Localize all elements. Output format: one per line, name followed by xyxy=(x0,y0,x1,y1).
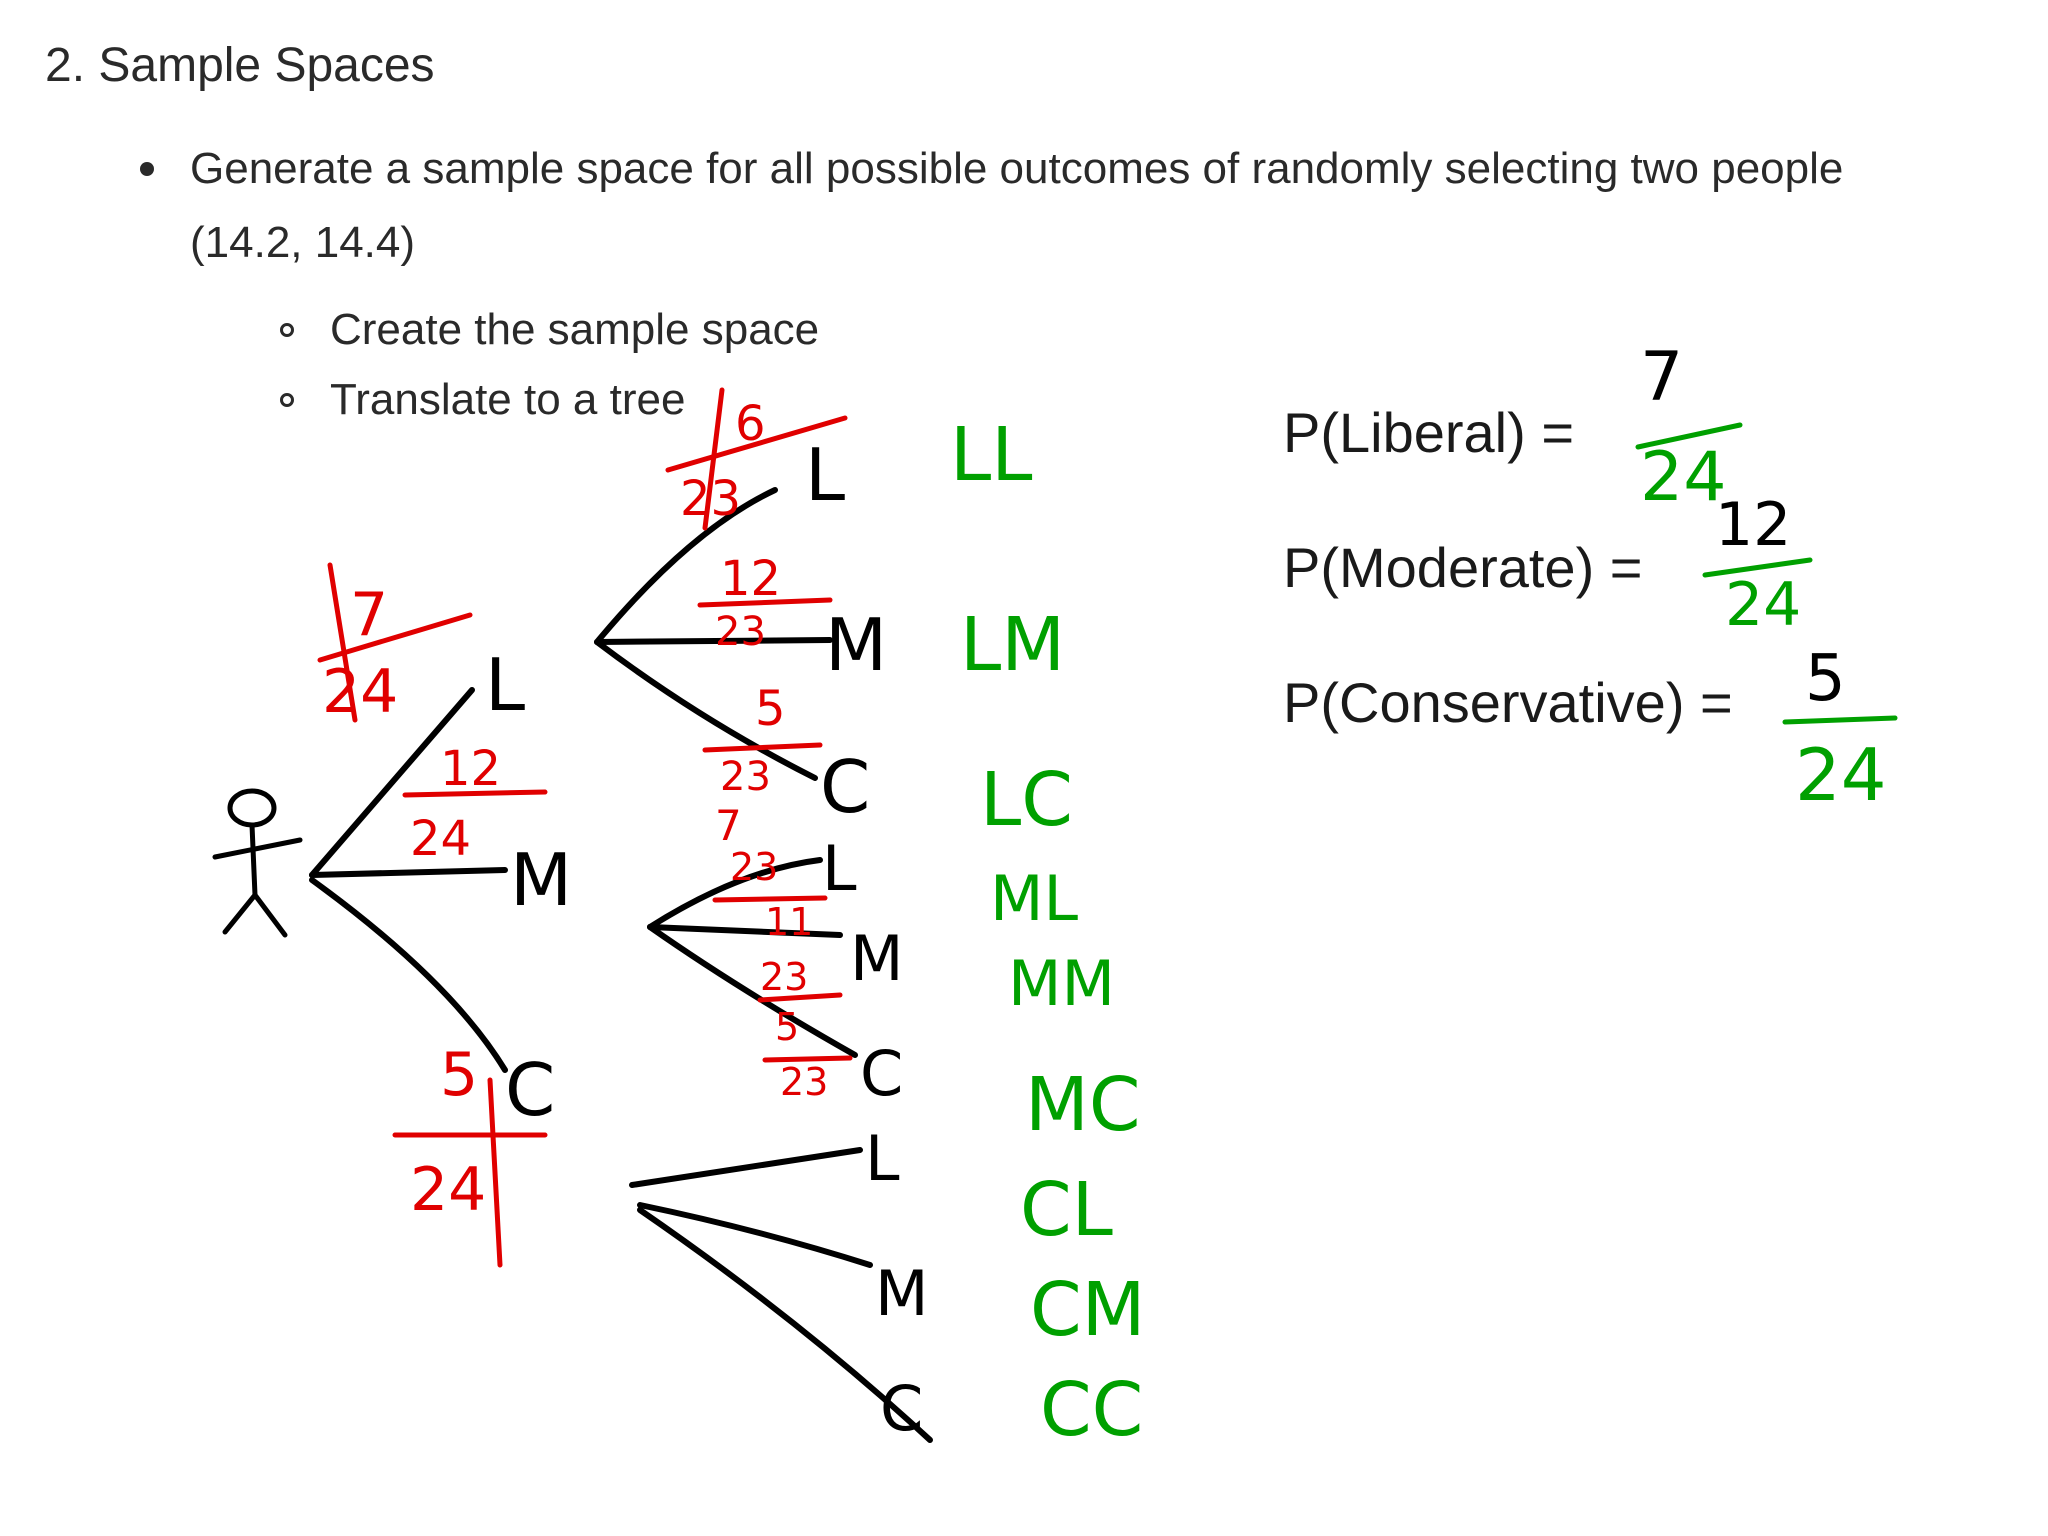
fraction-numerator: 5 xyxy=(440,1040,478,1110)
fraction-denominator: 24 xyxy=(410,1155,486,1225)
tree-branches-level-2 xyxy=(594,487,933,1443)
node-ML: L xyxy=(822,832,857,905)
stick-figure-icon xyxy=(212,788,303,938)
outcome-CL: CL xyxy=(1020,1167,1113,1253)
level-2-fractions: 6 23 12 23 5 23 7 23 11 23 5 23 xyxy=(680,396,828,1104)
fraction-denominator: 23 xyxy=(720,754,771,800)
sub-bullet-ring xyxy=(280,393,294,407)
fraction-denominator: 23 xyxy=(760,955,808,999)
fraction-numerator: 5 xyxy=(775,1005,799,1049)
fraction-denominator: 24 xyxy=(410,811,471,867)
fraction-denominator: 23 xyxy=(780,1060,828,1104)
prob-moderate-label: P(Moderate) = xyxy=(1283,536,1643,599)
node-LL: L xyxy=(805,433,845,517)
node-CM: M xyxy=(875,1257,929,1330)
prob-moderate-denominator: 24 xyxy=(1725,570,1801,640)
level-2-fraction-bars xyxy=(665,387,853,1063)
sub-bullet-text: Translate to a tree xyxy=(330,375,686,424)
node-C: C xyxy=(505,1048,555,1132)
prob-liberal-denominator: 24 xyxy=(1640,438,1727,517)
fraction-denominator: 24 xyxy=(322,657,398,727)
node-CC: C xyxy=(880,1372,923,1445)
level-1-fractions: 7 24 12 24 5 24 xyxy=(322,580,501,1225)
fraction-numerator: 5 xyxy=(755,681,786,737)
sub-bullet-text: Create the sample space xyxy=(330,305,820,354)
node-MC: C xyxy=(860,1037,903,1110)
outcome-ML: ML xyxy=(990,862,1078,935)
node-CL: L xyxy=(865,1122,900,1195)
fraction-numerator: 11 xyxy=(765,900,813,944)
node-L: L xyxy=(485,643,525,727)
node-M: M xyxy=(510,838,572,922)
sub-bullet-ring xyxy=(280,323,294,337)
probability-fraction-bars xyxy=(1635,422,1898,725)
outcome-CM: CM xyxy=(1030,1267,1146,1353)
main-bullet-text: Generate a sample space for all possible… xyxy=(190,144,1844,267)
outcome-LC: LC xyxy=(980,757,1073,843)
prob-liberal-numerator: 7 xyxy=(1640,338,1683,417)
node-LM: M xyxy=(825,603,887,687)
node-MM: M xyxy=(850,922,904,995)
fraction-numerator: 12 xyxy=(720,551,781,607)
outcome-MM: MM xyxy=(1008,947,1115,1020)
fraction-numerator: 12 xyxy=(440,741,501,797)
bullet-dot xyxy=(140,162,154,176)
slide-heading: 2. Sample Spaces xyxy=(45,39,435,92)
prob-conservative-numerator: 5 xyxy=(1805,642,1846,716)
prob-conservative-label: P(Conservative) = xyxy=(1283,671,1733,734)
prob-conservative-denominator: 24 xyxy=(1795,733,1887,817)
tree-branches-level-1 xyxy=(309,687,508,1073)
fraction-numerator: 7 xyxy=(715,801,742,850)
prob-moderate-numerator: 12 xyxy=(1715,490,1791,560)
node-LC: C xyxy=(820,745,870,829)
prob-liberal-label: P(Liberal) = xyxy=(1283,401,1575,464)
fraction-denominator: 23 xyxy=(730,845,778,889)
outcome-LM: LM xyxy=(960,602,1065,688)
fraction-numerator: 7 xyxy=(350,580,388,650)
probability-fractions: 7 24 12 24 5 24 xyxy=(1640,338,1887,817)
sample-space-outcomes: LL LM LC ML MM MC CL CM CC xyxy=(950,412,1146,1453)
outcome-CC: CC xyxy=(1040,1367,1143,1453)
fraction-denominator: 23 xyxy=(715,609,766,655)
tree-nodes: L M C L M C L M C L M C xyxy=(485,433,929,1445)
outcome-MC: MC xyxy=(1025,1062,1141,1148)
level-1-fraction-bars xyxy=(317,562,548,1268)
outcome-LL: LL xyxy=(950,412,1032,498)
